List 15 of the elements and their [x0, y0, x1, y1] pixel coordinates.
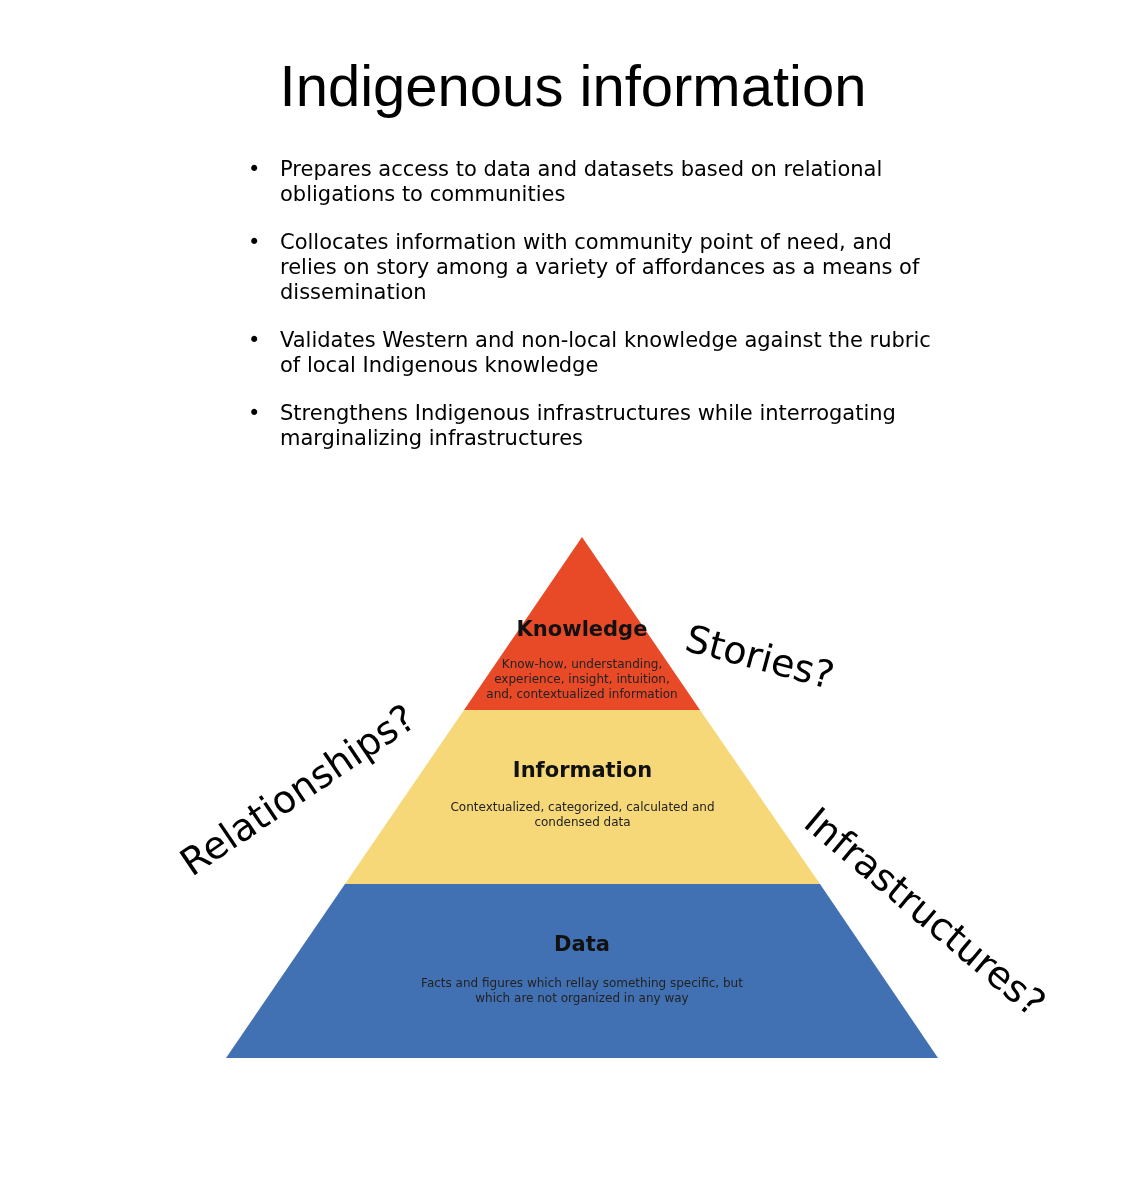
tier-heading: Information	[511, 758, 654, 782]
rotated-question: Stories?	[680, 616, 839, 698]
bullet-marker: •	[248, 230, 261, 255]
tier-description: Know-how, understanding, experience, insight, intuition, and, contextualized information	[485, 657, 679, 702]
bullet-marker: •	[248, 157, 261, 182]
tier-heading: Data	[553, 932, 611, 956]
bullet-marker: •	[248, 328, 261, 353]
bullet-point: Validates Western and non-local knowledge against the rubric of local Indigenous knowledge	[280, 328, 932, 378]
bullet-point: Collocates information with community point of need, and relies on story among a variety of affordances as a means of dissemination	[280, 230, 921, 305]
bullet-point: Strengthens Indigenous infrastructures while interrogating marginalizing infrastructures	[280, 401, 897, 451]
tier-description: Contextualized, categorized, calculated and condensed data	[449, 800, 716, 830]
bullet-marker: •	[248, 401, 261, 426]
tier-description: Facts and figures which rellay something specific, but which are not organized in any way	[420, 976, 744, 1006]
bullet-point: Prepares access to data and datasets based on relational obligations to communities	[280, 157, 884, 207]
title: Indigenous information	[278, 52, 868, 119]
